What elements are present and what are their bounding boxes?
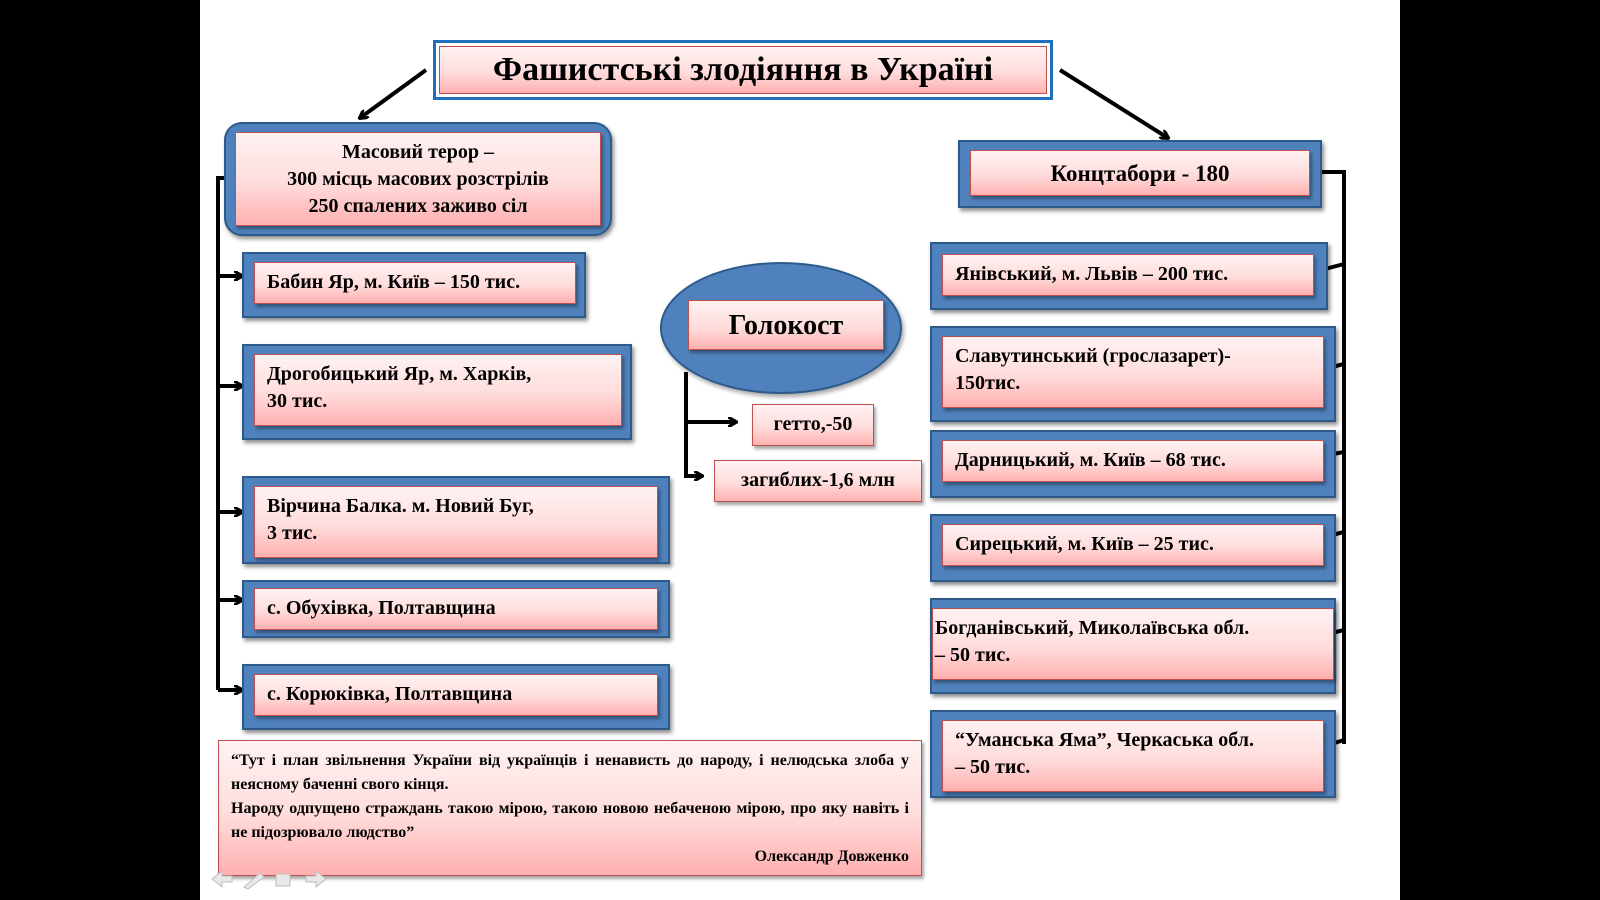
left-item-line: Вірчина Балка. м. Новий Буг, — [267, 495, 534, 517]
mass-terror-line: 250 спалених заживо сіл — [308, 195, 528, 217]
mass-terror-line: Масовий терор – — [341, 141, 495, 163]
page-title: Фашистські злодіяння в Україні — [439, 46, 1047, 94]
holocaust-item-dead: загиблих-1,6 млн — [714, 460, 922, 502]
right-item-syretskyi: Сирецький, м. Київ – 25 тис. — [942, 524, 1324, 566]
left-item-drohobytskyi-yar: Дрогобицький Яр, м. Харків, 30 тис. — [254, 354, 622, 426]
left-item-babyn-yar: Бабин Яр, м. Київ – 150 тис. — [254, 262, 576, 304]
left-item-line: с. Корюківка, Полтавщина — [267, 683, 513, 705]
right-item-line: “Уманська Яма”, Черкаська обл. — [955, 729, 1254, 751]
left-item-line: 30 тис. — [267, 390, 328, 412]
slide-navigation — [211, 869, 327, 890]
left-item-line: 3 тис. — [267, 522, 318, 544]
left-item-virchyna-balka: Вірчина Балка. м. Новий Буг, 3 тис. — [254, 486, 658, 558]
holocaust-label: Голокост — [688, 300, 884, 350]
slide: Фашистські злодіяння в Україні Масовий т… — [200, 0, 1400, 900]
quote-paragraph-2: Народу одпущено страждань такою мірою, т… — [231, 800, 909, 841]
forward-arrow-icon[interactable] — [305, 869, 327, 889]
back-arrow-icon[interactable] — [211, 869, 233, 889]
right-item-yanivskyi: Янівський, м. Львів – 200 тис. — [942, 254, 1314, 296]
mass-terror-line: 300 місць масових розстрілів — [287, 168, 549, 190]
right-item-line: Янівський, м. Львів – 200 тис. — [955, 263, 1229, 285]
right-item-slavutynskyi: Славутинський (грослазарет)- 150тис. — [942, 336, 1324, 408]
left-item-line: Дрогобицький Яр, м. Харків, — [267, 363, 532, 385]
title-frame: Фашистські злодіяння в Україні — [433, 40, 1053, 100]
concentration-camps-box: Концтабори - 180 — [970, 150, 1310, 196]
right-item-bohdanivskyi: Богданівський, Миколаївська обл. – 50 ти… — [932, 608, 1334, 680]
mass-terror-box: Масовий терор – 300 місць масових розстр… — [235, 132, 601, 226]
pen-icon[interactable] — [243, 872, 265, 890]
right-item-line: – 50 тис. — [935, 644, 1011, 666]
left-item-obukhivka: с. Обухівка, Полтавщина — [254, 588, 658, 630]
menu-icon[interactable] — [275, 873, 291, 887]
dovzhenko-quote: “Тут і план звільнення України від украї… — [218, 740, 922, 876]
left-item-koriukivka: с. Корюківка, Полтавщина — [254, 674, 658, 716]
right-item-line: – 50 тис. — [955, 756, 1031, 778]
right-item-umanska-yama: “Уманська Яма”, Черкаська обл. – 50 тис. — [942, 720, 1324, 792]
quote-author: Олександр Довженко — [754, 848, 909, 865]
right-item-line: Сирецький, м. Київ – 25 тис. — [955, 533, 1214, 555]
left-item-line: Бабин Яр, м. Київ – 150 тис. — [267, 271, 521, 293]
right-item-line: 150тис. — [955, 372, 1021, 394]
left-item-line: с. Обухівка, Полтавщина — [267, 597, 496, 619]
quote-paragraph-1: “Тут і план звільнення України від украї… — [231, 752, 909, 793]
right-item-line: Дарницький, м. Київ – 68 тис. — [955, 449, 1226, 471]
holocaust-item-ghetto: гетто,-50 — [752, 404, 874, 446]
right-item-line: Богданівський, Миколаївська обл. — [935, 617, 1250, 639]
right-item-line: Славутинський (грослазарет)- — [955, 345, 1231, 367]
right-item-darnytskyi: Дарницький, м. Київ – 68 тис. — [942, 440, 1324, 482]
